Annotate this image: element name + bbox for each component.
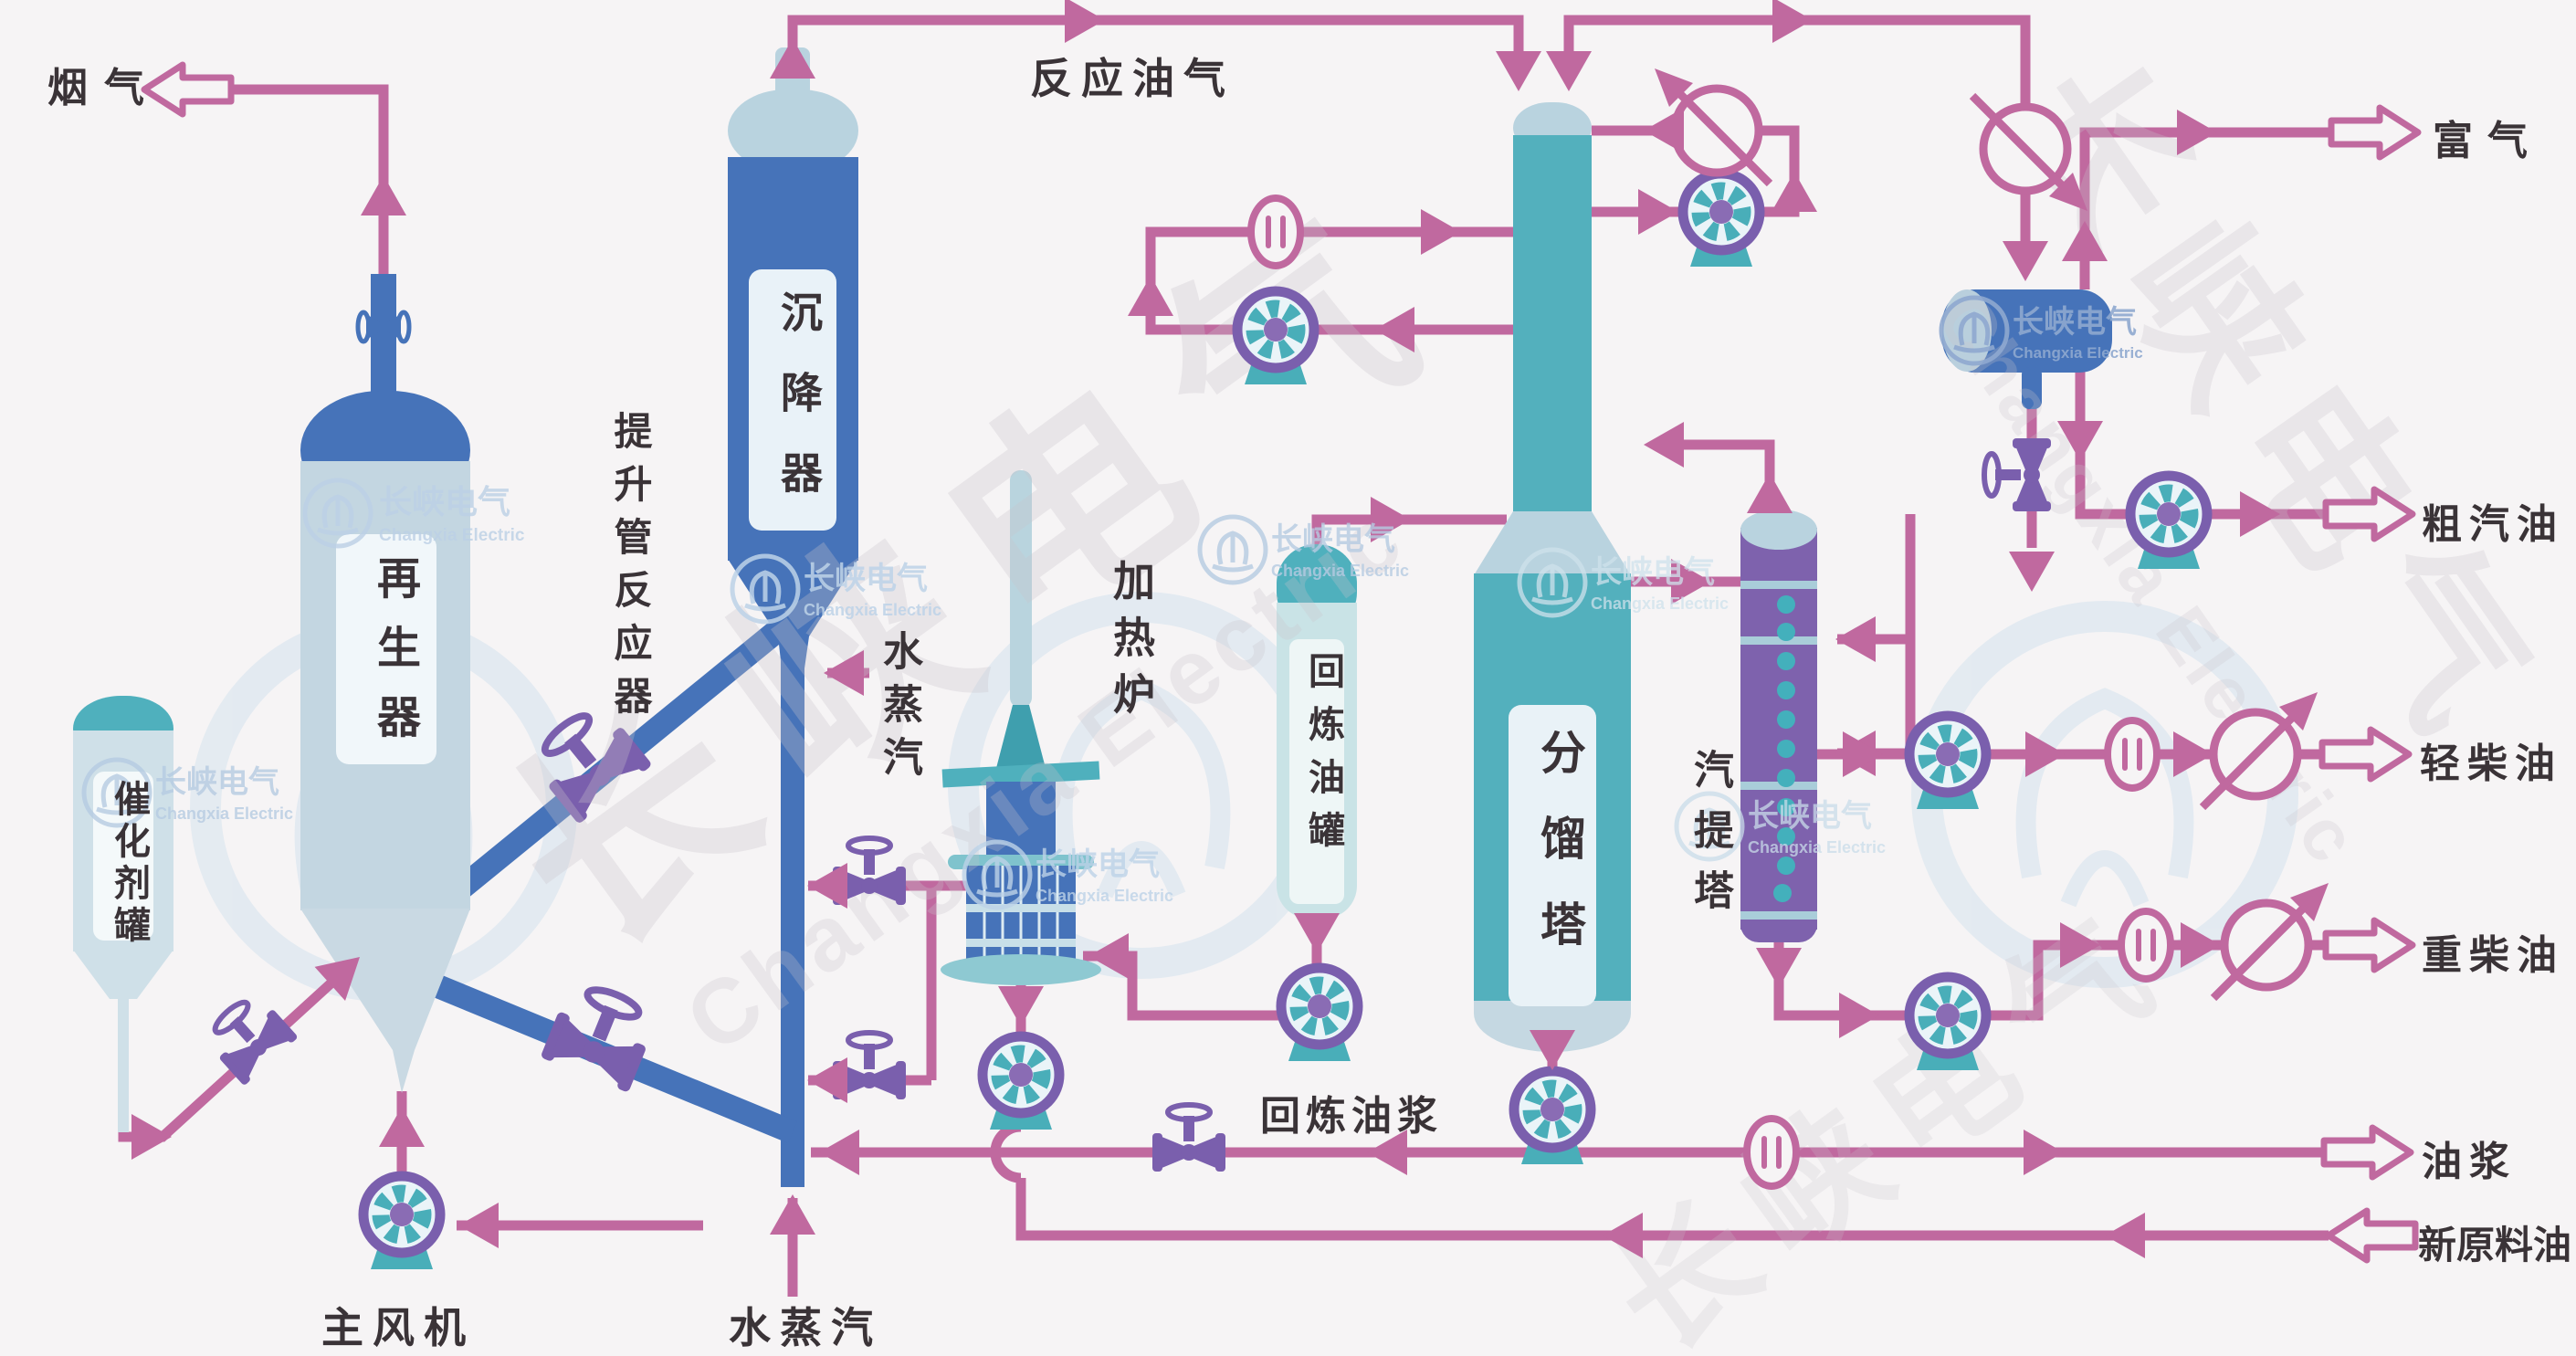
watermark-zh: 长峡电气 [1748, 799, 1872, 834]
flow-meter-icon [2121, 911, 2171, 979]
vessel-recycle-tank [1277, 544, 1357, 919]
pipe-flue-gas [230, 84, 389, 285]
watermark-en: Changxia Electric [155, 804, 293, 823]
label-heavy-diesel: 重柴油 [2422, 933, 2564, 978]
flow-arrow [1065, 0, 1105, 43]
vessel-fractionator [1474, 102, 1631, 1052]
watermark-zh: 长峡电气 [1591, 555, 1715, 590]
flow-arrow [1644, 422, 1684, 468]
gate-valve-icon [1152, 1105, 1225, 1172]
label-riser-reactor: 提升管反应器 [609, 411, 652, 729]
watermark-zh: 长峡电气 [155, 765, 279, 800]
watermark-en: Changxia Electric [1271, 562, 1409, 580]
flow-arrow [1772, 0, 1813, 43]
label-flue-gas: 烟气 [47, 66, 161, 110]
flow-arrow [2173, 731, 2213, 777]
label-steam-bottom: 水蒸汽 [729, 1304, 882, 1351]
label-catalyst-tank: 催化剂罐 [109, 780, 149, 948]
label-regenerator: 再生器 [370, 555, 418, 763]
flow-arrow [2024, 1130, 2064, 1175]
flow-arrow [131, 1114, 172, 1160]
main-blower-pump-icon [363, 1176, 440, 1269]
top-pumparound-pump-icon [1683, 173, 1760, 267]
flow-arrow [807, 1057, 847, 1103]
watermark-en: Changxia Electric [2013, 344, 2143, 362]
vessel-regenerator [300, 274, 470, 1093]
label-recycle-slurry: 回炼油浆 [1260, 1094, 1443, 1139]
vessel-stripper [1740, 510, 1817, 942]
flow-arrow [458, 1203, 499, 1248]
flow-arrow [1546, 51, 1592, 91]
pipe-catalyst-feed [118, 954, 362, 1142]
flow-meter-icon [2108, 720, 2157, 788]
watermark-zh: 长峡电气 [1586, 880, 2193, 1356]
label-light-diesel: 轻柴油 [2420, 741, 2562, 786]
flow-arrow [1638, 189, 1678, 235]
label-oil-slurry: 油浆 [2422, 1140, 2517, 1184]
watermark-zh: 长峡电气 [1271, 522, 1395, 557]
label-rich-gas: 富气 [2433, 119, 2542, 163]
flow-arrow [1294, 913, 1340, 953]
label-main-blower: 主风机 [321, 1304, 475, 1351]
vessel-settler [728, 47, 858, 668]
gate-valve-icon [199, 988, 298, 1087]
flow-arrow [1644, 108, 1684, 153]
label-crude-gasoline: 粗汽油 [2422, 502, 2564, 547]
watermark-zh: 长峡电气 [2013, 305, 2137, 340]
flow-arrow [2003, 241, 2048, 281]
watermark-en: Changxia Electric [1036, 887, 1173, 905]
watermark-en: Changxia Electric [1748, 838, 1886, 857]
flow-arrow [1835, 616, 1876, 662]
flow-arrow [1772, 172, 1817, 212]
watermark-en: Changxia Electric [379, 526, 525, 545]
outlet-arrow-rich-gas [2331, 108, 2418, 157]
flow-arrow [379, 1107, 425, 1147]
label-fractionator: 分馏塔 [1534, 729, 1585, 986]
label-recycle-tank: 回炼油罐 [1303, 652, 1343, 864]
flow-arrow [2105, 1213, 2145, 1258]
flow-arrow [361, 175, 406, 215]
watermark-en: Changxia Electric [1591, 594, 1729, 613]
recycle-pump-icon [1281, 968, 1358, 1061]
pipe-recycle-tank-top [1311, 514, 1507, 544]
flow-arrow [1421, 209, 1461, 255]
watermark-zh: 长峡电气 [804, 562, 928, 596]
flow-arrow [819, 1130, 859, 1175]
watermark-units: 长峡电气 Changxia Electric 长峡电气 Changxia Ele… [84, 298, 2143, 908]
watermark-zh: 长峡电气 [1036, 847, 1160, 882]
flow-arrow [2009, 552, 2055, 592]
label-heater: 加热炉 [1108, 559, 1155, 729]
flow-meter-icon [1251, 198, 1300, 266]
watermark-en: Changxia Electric [804, 601, 941, 619]
flow-arrow [1839, 993, 1879, 1038]
feed-pump-icon [983, 1036, 1059, 1130]
flow-arrow [770, 1194, 815, 1235]
outlet-arrow-oil-slurry [2324, 1128, 2411, 1177]
vessel-catalyst-tank [73, 696, 173, 1132]
flow-arrow [998, 986, 1044, 1026]
outlet-arrow-heavy-diesel [2326, 920, 2413, 970]
label-stripper: 汽提塔 [1688, 749, 1732, 930]
flow-arrow [1747, 473, 1793, 513]
label-settler: 沉降器 [775, 290, 823, 531]
inlet-arrow-fresh-feed [2329, 1211, 2415, 1260]
label-steam-settler: 水蒸汽 [877, 630, 921, 789]
flow-meter-icon [1747, 1119, 1796, 1186]
pipe-main-air [396, 1091, 703, 1231]
label-reaction-oil-gas: 反应油气 [1030, 55, 1235, 102]
watermark-zh: 长峡电气 [379, 483, 510, 520]
flow-arrow [1756, 948, 1802, 988]
flow-arrow [1496, 51, 1541, 91]
label-fresh-feed: 新原料油 [2418, 1224, 2572, 1267]
